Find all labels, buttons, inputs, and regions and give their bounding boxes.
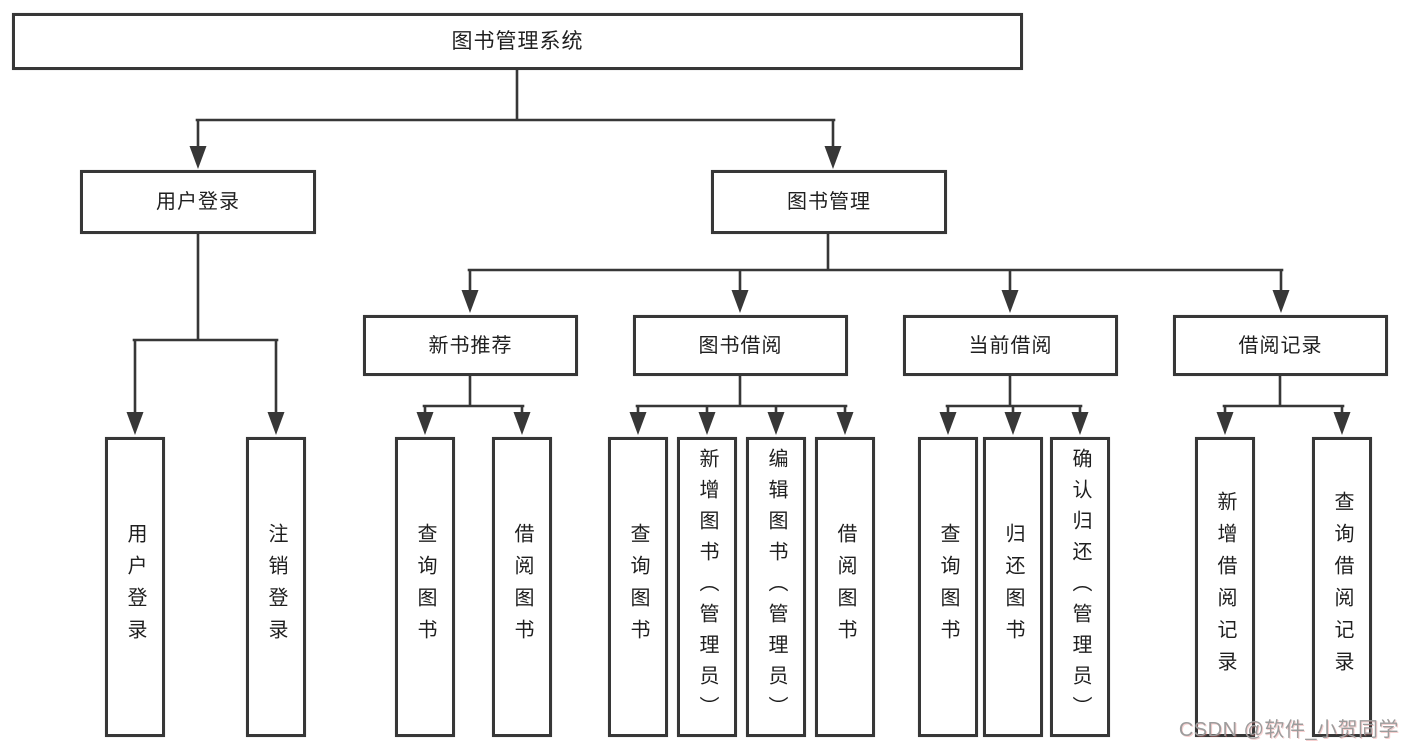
- node-nb-borrow-books: 借阅图书: [492, 437, 552, 737]
- leaf-label: 注销登录: [265, 523, 287, 651]
- node-current-borrow: 当前借阅: [903, 315, 1118, 376]
- node-book-borrow: 图书借阅: [633, 315, 848, 376]
- leaf-label: 借阅图书: [511, 523, 533, 651]
- node-user-login: 用户登录: [80, 170, 316, 234]
- node-library-system: 图书管理系统: [12, 13, 1023, 70]
- leaf-label: 用户登录: [124, 523, 146, 651]
- leaf-label: 新增图书（管理员）: [696, 447, 718, 727]
- node-new-book-recommend: 新书推荐: [363, 315, 578, 376]
- csdn-watermark: CSDN @软件_小贺同学: [1178, 719, 1399, 741]
- leaf-label: 查询借阅记录: [1331, 491, 1353, 683]
- node-nb-query-books: 查询图书: [395, 437, 455, 737]
- node-book-management: 图书管理: [711, 170, 947, 234]
- node-cb-confirm-return-admin: 确认归还（管理员）: [1050, 437, 1110, 737]
- node-br-query-record: 查询借阅记录: [1312, 437, 1372, 737]
- node-bb-edit-books-admin: 编辑图书（管理员）: [746, 437, 806, 737]
- node-br-add-record: 新增借阅记录: [1195, 437, 1255, 737]
- leaf-label: 查询图书: [937, 523, 959, 651]
- node-bb-borrow-books: 借阅图书: [815, 437, 875, 737]
- leaf-label: 归还图书: [1002, 523, 1024, 651]
- leaf-label: 新增借阅记录: [1214, 491, 1236, 683]
- node-bb-query-books: 查询图书: [608, 437, 668, 737]
- leaf-label: 查询图书: [627, 523, 649, 651]
- leaf-label: 借阅图书: [834, 523, 856, 651]
- leaf-label: 编辑图书（管理员）: [765, 447, 787, 727]
- leaf-label: 查询图书: [414, 523, 436, 651]
- node-borrow-records: 借阅记录: [1173, 315, 1388, 376]
- node-logout-leaf: 注销登录: [246, 437, 306, 737]
- node-cb-return-books: 归还图书: [983, 437, 1043, 737]
- node-cb-query-books: 查询图书: [918, 437, 978, 737]
- node-bb-add-books-admin: 新增图书（管理员）: [677, 437, 737, 737]
- leaf-label: 确认归还（管理员）: [1069, 447, 1091, 727]
- node-user-login-leaf: 用户登录: [105, 437, 165, 737]
